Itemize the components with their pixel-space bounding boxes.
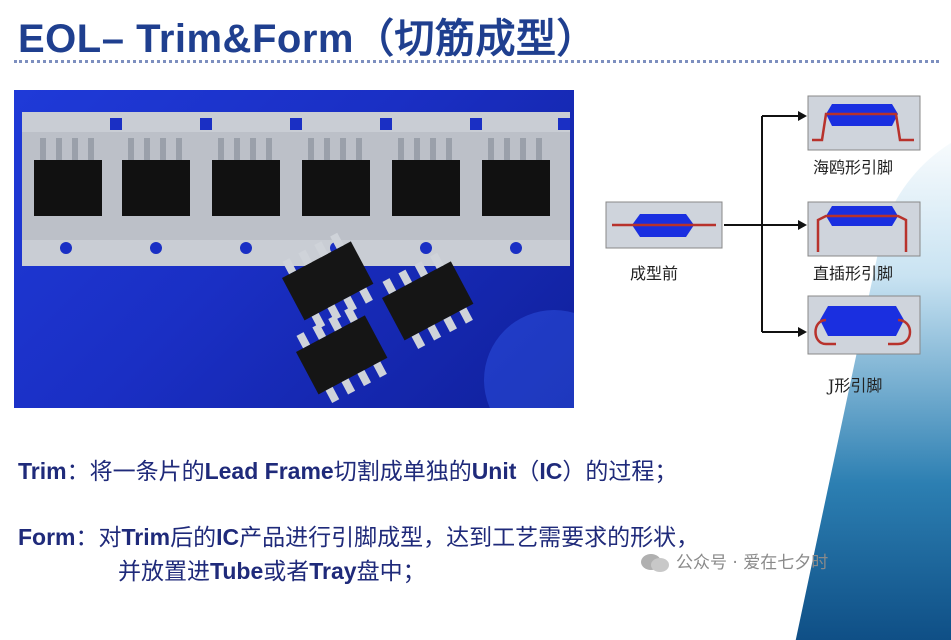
lead-frame-photo <box>14 90 574 408</box>
before-forming-label: 成型前 <box>630 264 679 283</box>
through-hole-label: 直插形引脚 <box>813 264 894 283</box>
lead-frame-illustration <box>22 112 574 408</box>
forming-diagram-graphics <box>605 95 921 355</box>
trim-term: Trim <box>18 458 67 484</box>
form-term: Form <box>18 524 76 550</box>
wechat-icon <box>641 554 669 572</box>
watermark: 公众号 · 爱在七夕时 <box>640 548 828 574</box>
trim-description: Trim：将一条片的Lead Frame切割成单独的Unit（IC）的过程； <box>18 458 678 485</box>
watermark-text: 公众号 · 爱在七夕时 <box>676 553 829 573</box>
slide-title: EOL– Trim&Form（切筋成型） <box>18 17 597 61</box>
j-lead-label: J形引脚 <box>828 376 883 395</box>
title-divider <box>14 60 939 63</box>
lead-forming-diagram: 成型前 海鸥形引脚 直插形引脚 J形引脚 <box>600 92 930 402</box>
gull-wing-label: 海鸥形引脚 <box>813 158 894 177</box>
form-description-line2: 并放置进Tube或者Tray盘中； <box>118 558 426 585</box>
form-description-line1: Form：对Trim后的IC产品进行引脚成型，达到工艺需要求的形状， <box>18 524 700 551</box>
